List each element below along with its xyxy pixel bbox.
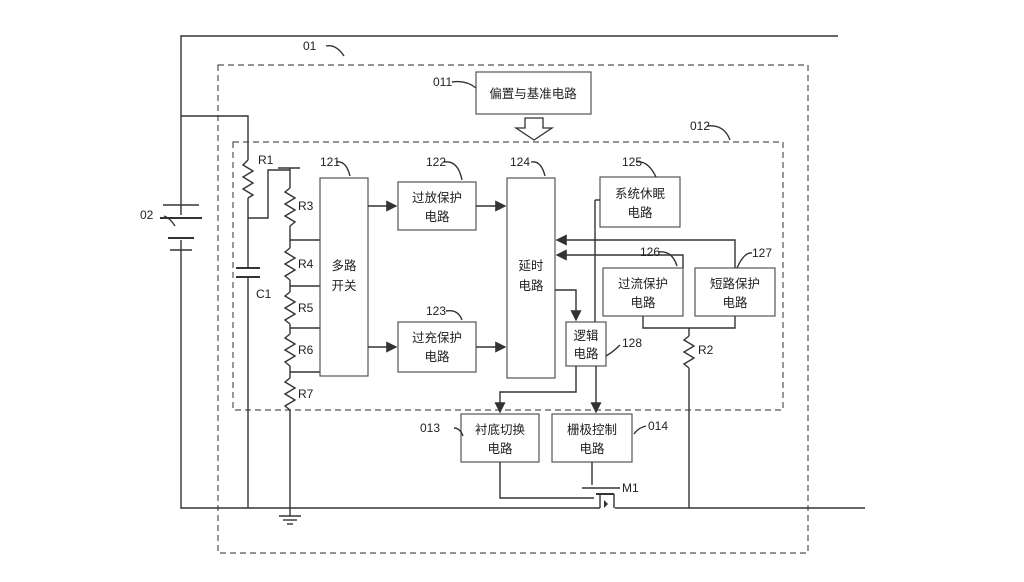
bias-block-text: 偏置与基准电路 <box>489 86 577 101</box>
label-r4: R4 <box>298 257 314 271</box>
gate-control-block <box>551 413 633 463</box>
over-discharge-text-1: 过放保护 <box>412 190 462 205</box>
over-current-block <box>602 267 684 317</box>
over-charge-text-2: 电路 <box>424 349 450 364</box>
label-128: 128 <box>622 336 642 350</box>
over-charge-block <box>397 321 477 373</box>
top-rail <box>180 35 838 205</box>
r6-resistor <box>283 333 297 367</box>
mux-block <box>319 177 369 377</box>
sleep-text-1: 系统休眠 <box>615 186 666 201</box>
r1-feed-wire <box>181 115 249 160</box>
label-012: 012 <box>690 119 710 133</box>
gate-control-text-1: 栅极控制 <box>567 422 617 437</box>
battery-02 <box>160 204 202 251</box>
block-012-boundary <box>232 141 784 411</box>
over-current-text-1: 过流保护 <box>618 276 668 291</box>
short-circuit-text-2: 电路 <box>722 295 748 310</box>
label-r3: R3 <box>298 199 314 213</box>
ground-symbol <box>279 515 301 525</box>
label-r5: R5 <box>298 301 314 315</box>
over-charge-text-1: 过充保护 <box>412 330 462 345</box>
label-r2: R2 <box>698 343 714 357</box>
label-c1: C1 <box>256 287 272 301</box>
label-r6: R6 <box>298 343 314 357</box>
r5-resistor <box>283 291 297 325</box>
label-124: 124 <box>510 155 530 169</box>
over-discharge-block <box>397 181 477 231</box>
label-013: 013 <box>420 421 440 435</box>
logic-block <box>565 321 607 367</box>
label-01: 01 <box>303 39 317 53</box>
delay-block <box>506 177 556 379</box>
r7-resistor <box>283 377 297 411</box>
r4-resistor <box>283 247 297 281</box>
delay-text-1: 延时 <box>518 258 544 273</box>
substrate-text-1: 衬底切换 <box>475 422 526 437</box>
r3-resistor <box>283 187 297 227</box>
mux-text-line2: 开关 <box>331 278 356 293</box>
sleep-text-2: 电路 <box>627 205 653 220</box>
bottom-rail-left <box>180 250 600 509</box>
substrate-text-2: 电路 <box>487 441 513 456</box>
mux-text-line1: 多路 <box>331 258 357 273</box>
over-discharge-text-2: 电路 <box>424 209 450 224</box>
label-r7: R7 <box>298 387 314 401</box>
label-126: 126 <box>640 245 660 259</box>
m1-transistor <box>582 487 620 508</box>
label-127: 127 <box>752 246 772 260</box>
system-sleep-block <box>599 176 681 228</box>
over-current-text-2: 电路 <box>630 295 656 310</box>
logic-text-1: 逻辑 <box>573 328 598 343</box>
bias-reference-block <box>475 71 592 115</box>
label-02: 02 <box>140 208 154 222</box>
gate-control-text-2: 电路 <box>579 441 605 456</box>
label-125: 125 <box>622 155 642 169</box>
label-014: 014 <box>648 419 668 433</box>
label-r1: R1 <box>258 153 274 167</box>
block-01-boundary <box>217 64 809 554</box>
delay-text-2: 电路 <box>518 278 544 293</box>
short-circuit-text-1: 短路保护 <box>710 276 760 291</box>
label-m1: M1 <box>622 481 639 495</box>
bias-feed-arrow <box>513 117 555 141</box>
label-121: 121 <box>320 155 340 169</box>
substrate-switch-block <box>460 413 540 463</box>
label-011: 011 <box>433 75 452 89</box>
r2-resistor <box>682 335 696 369</box>
label-122: 122 <box>426 155 446 169</box>
r1-resistor <box>241 159 255 199</box>
logic-text-2: 电路 <box>573 346 599 361</box>
label-123: 123 <box>426 304 446 318</box>
